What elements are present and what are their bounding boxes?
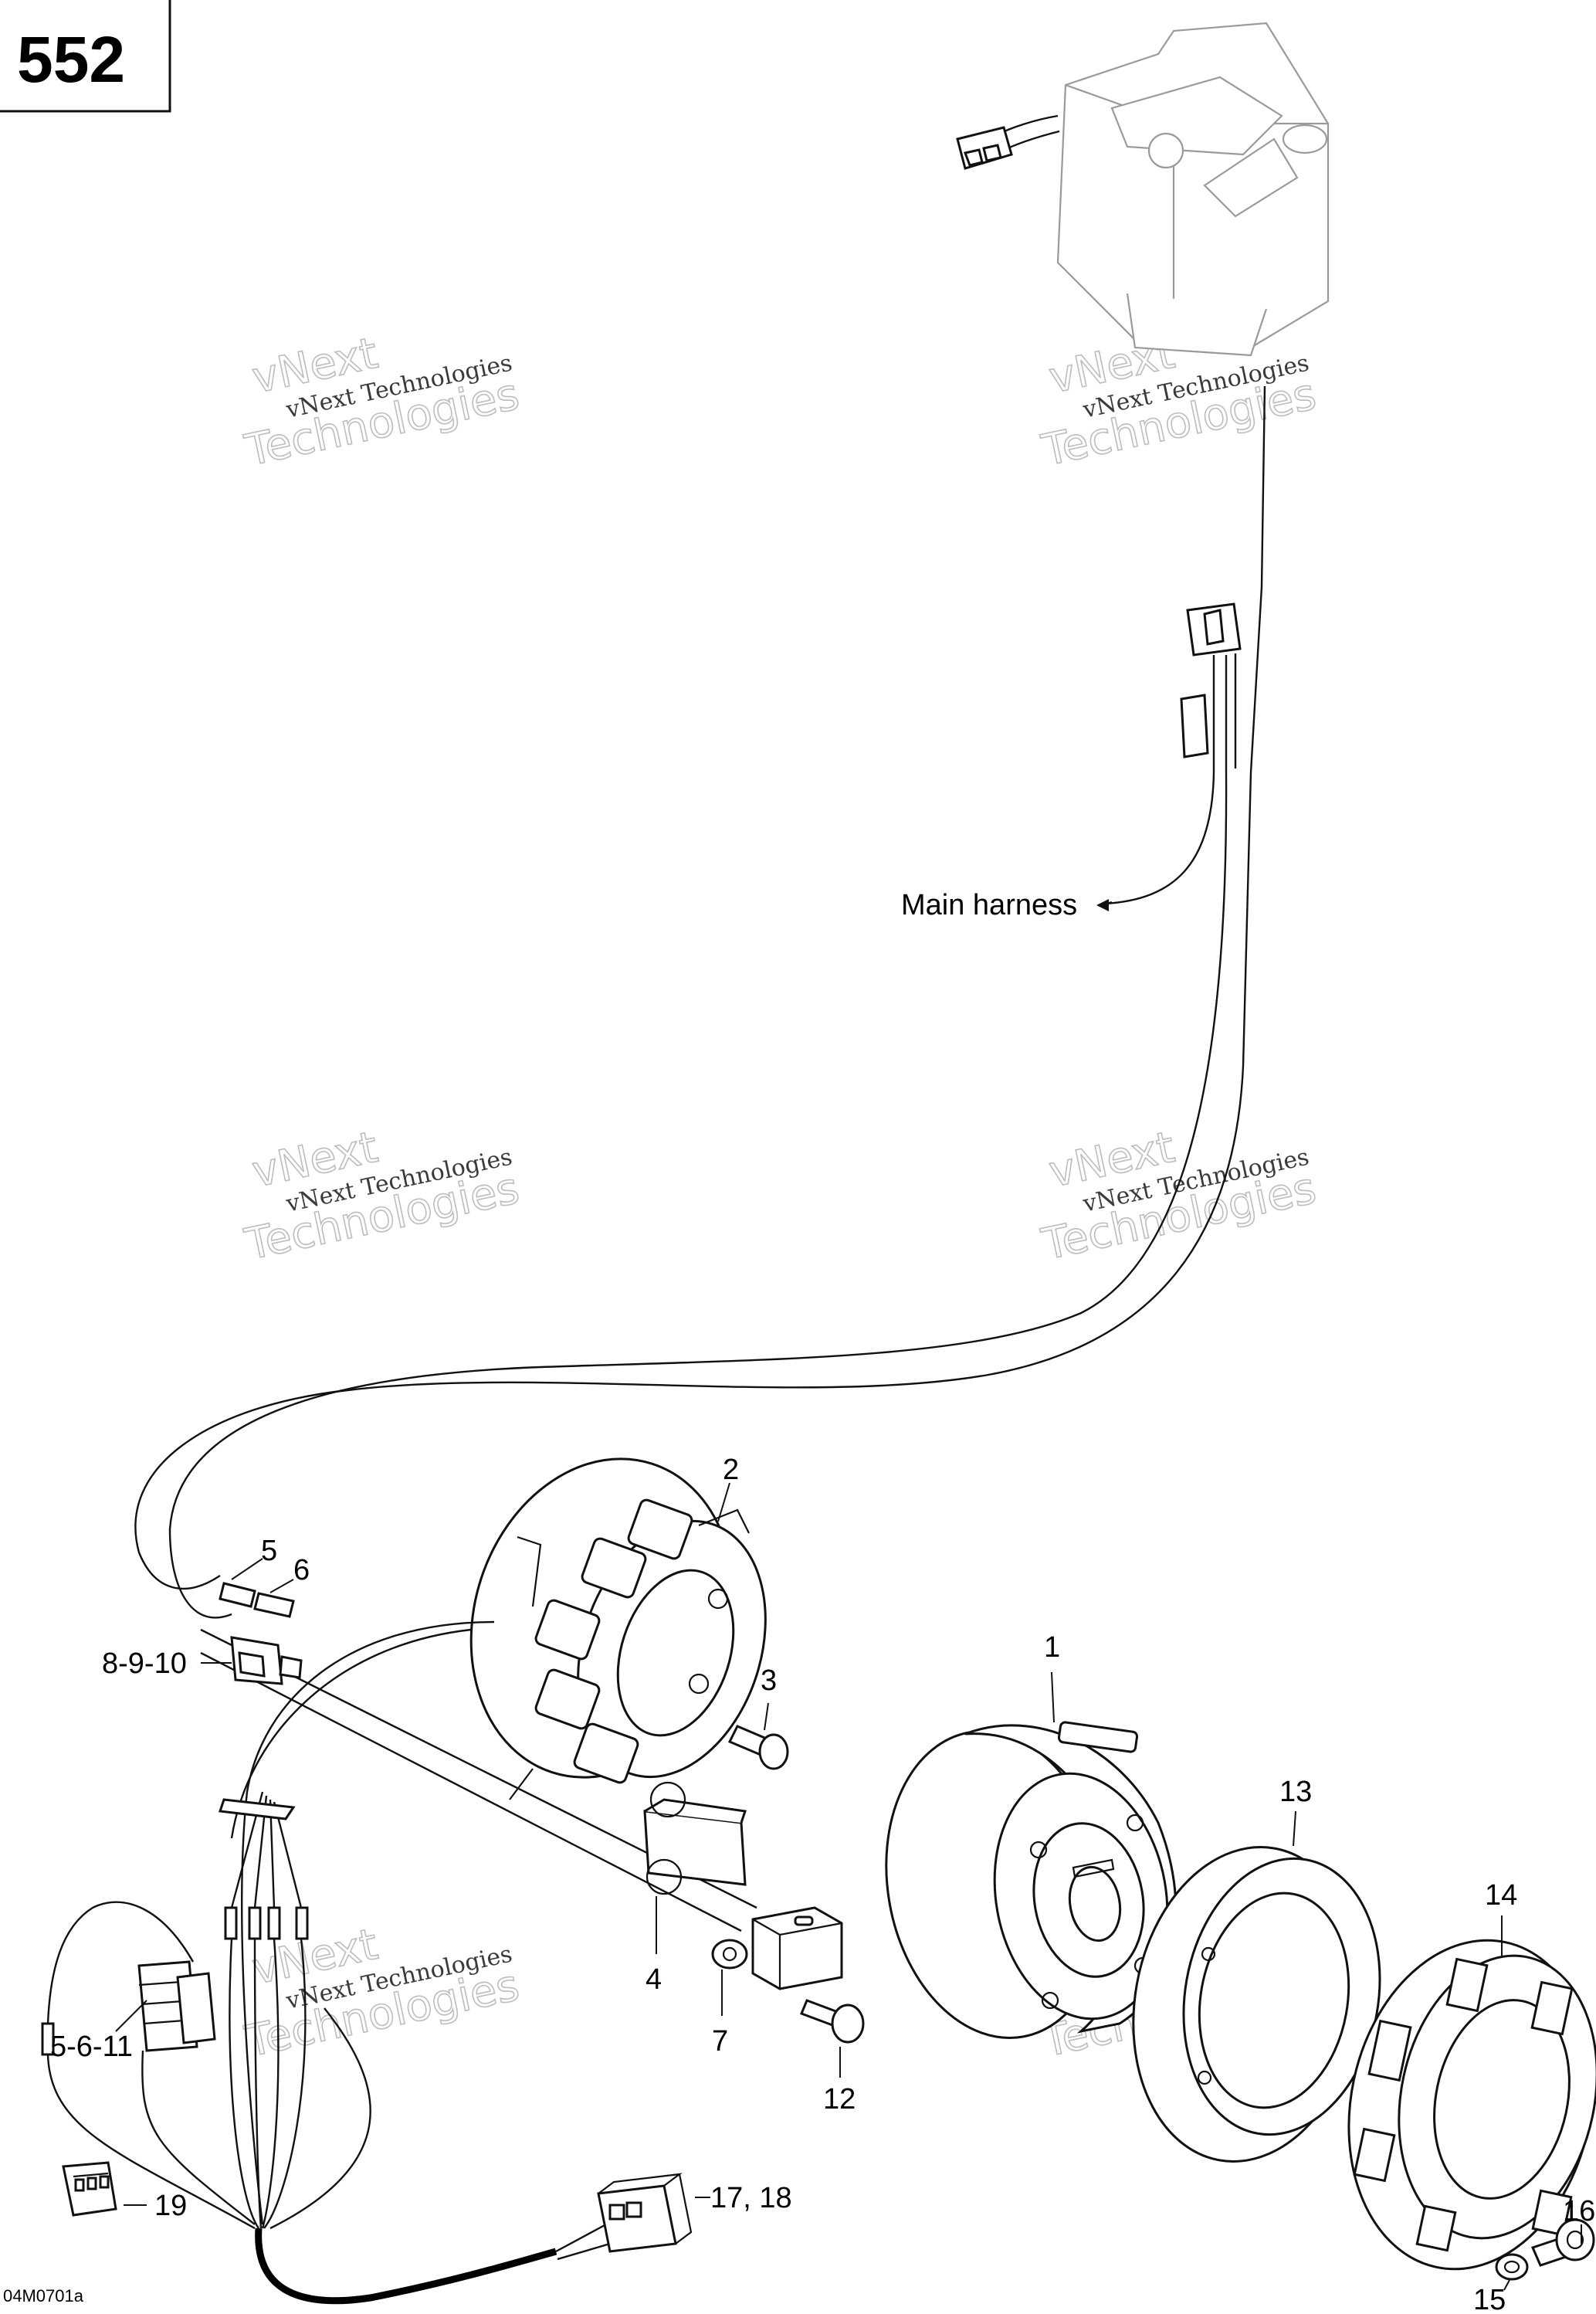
callout-3-leader (764, 1702, 769, 1731)
watermark-mid-right: vNext vNext Technologies Technologies (1037, 1121, 1321, 1271)
harness-connector (1180, 602, 1242, 772)
callout-2: 2 (723, 1454, 739, 1486)
starter-pulley-14 (1347, 1939, 1596, 2271)
callout-15-leader (1503, 2279, 1510, 2291)
connector-8-9-10 (230, 1636, 303, 1685)
callout-17-18: 17, 18 (710, 2182, 792, 2214)
harness-loop-outer (134, 1065, 1245, 1590)
callout-4: 4 (646, 1963, 662, 1996)
callout-13-leader (1293, 1810, 1296, 1847)
loop-wire-b (141, 2050, 256, 2225)
connector-5-6 (219, 1582, 295, 1618)
callout-5-leader (231, 1558, 263, 1580)
callout-8-9-10: 8-9-10 (102, 1647, 187, 1680)
callout-2-leader (717, 1482, 730, 1522)
trigger-coil-4 (509, 1768, 747, 1895)
harness-loop-inner (168, 772, 1228, 1619)
wire-bundle (218, 1791, 309, 2229)
sensor-7 (711, 1906, 843, 1990)
watermark-mid-left: vNext vNext Technologies Technologies (240, 1121, 524, 1271)
page-number-box: 552 (0, 0, 171, 113)
harness-end-b (557, 2242, 611, 2261)
connector-19 (62, 2161, 117, 2217)
bolt-12 (800, 1999, 865, 2044)
callout-5: 5 (261, 1535, 277, 1567)
callout-15: 15 (1473, 2284, 1506, 2314)
loop-wire-c (269, 2007, 371, 2230)
screw-3 (727, 1725, 789, 1770)
black-harness (255, 2227, 557, 2305)
ring-gear-13 (1132, 1846, 1381, 2163)
bolt-16 (1530, 2218, 1595, 2267)
stator-lead (241, 1620, 495, 2225)
watermark-top-left: vNext vNext Technologies Technologies (240, 327, 524, 477)
callout-19: 19 (154, 2190, 187, 2222)
main-harness-label: Main harness (901, 889, 1077, 921)
page-number: 552 (17, 23, 125, 96)
callout-12: 12 (823, 2083, 856, 2116)
loop-wire-a (46, 2054, 256, 2230)
callout-6-leader (269, 1579, 294, 1593)
temp-sensor-lead (46, 1901, 195, 2024)
main-harness-lead (1103, 772, 1215, 905)
stator (469, 1457, 767, 1784)
ignition-module-ghost (956, 22, 1330, 357)
figure-ref: 04M0701a (3, 2286, 84, 2306)
flywheel-1 (885, 1721, 1178, 2039)
callout-1: 1 (1044, 1631, 1060, 1664)
callout-16: 16 (1563, 2195, 1595, 2227)
washer-15 (1495, 2253, 1529, 2281)
connector-5-6-11 (137, 1960, 216, 2052)
harness-upper (1242, 385, 1266, 1067)
connector-17-18 (597, 2173, 693, 2253)
stator-lead-2 (230, 1628, 472, 1839)
callout-14: 14 (1485, 1879, 1517, 1912)
callout-1-leader (1051, 1671, 1055, 1723)
callout-6: 6 (293, 1554, 310, 1586)
callout-7: 7 (712, 2025, 728, 2058)
callout-3: 3 (761, 1664, 777, 1697)
main-harness-arrowhead (1096, 899, 1109, 911)
callout-13: 13 (1279, 1776, 1312, 1808)
harness-end-a (555, 2223, 607, 2253)
callout-5-6-11-leader (115, 2000, 147, 2032)
callout-5-6-11: 5-6-11 (50, 2031, 133, 2063)
